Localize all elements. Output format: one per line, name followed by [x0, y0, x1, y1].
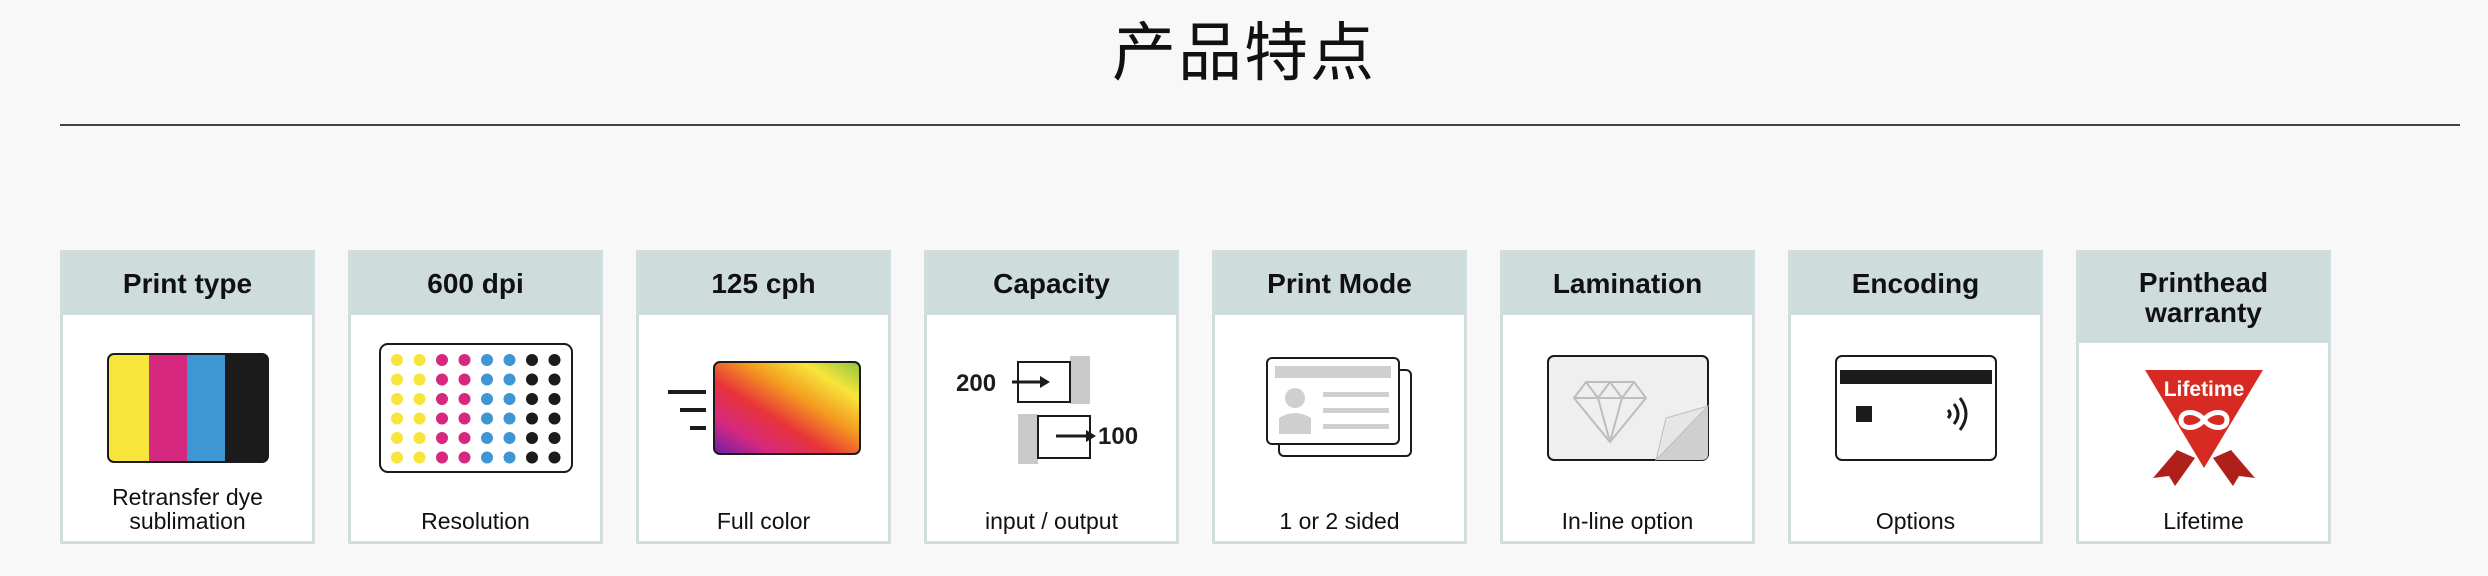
feature-caption: Options — [1875, 508, 1956, 534]
feature-card-resolution: 600 dpi Resolution — [348, 250, 603, 544]
feature-heading: Print Mode — [1215, 253, 1464, 315]
capacity-input-count: 200 — [956, 370, 996, 397]
page-title: 产品特点 — [1112, 17, 1376, 91]
lifetime-badge-icon: Lifetime — [2079, 361, 2328, 491]
feature-card-lamination: Lamination In-line option — [1500, 250, 1755, 544]
feature-caption: In-line option — [1561, 508, 1694, 534]
capacity-output-count: 100 — [1098, 423, 1138, 450]
diamond-laminate-icon — [1503, 333, 1752, 483]
feature-card-warranty: Printhead warranty Lifetime Lifetime — [2076, 250, 2331, 544]
feature-caption: Full color — [716, 508, 811, 534]
feature-heading: Printhead warranty — [2079, 253, 2328, 343]
feature-caption: Resolution — [421, 508, 530, 534]
cmyk-color-bars-icon — [63, 333, 312, 483]
magstripe-contactless-card-icon — [1791, 333, 2040, 483]
feature-heading: Print type — [63, 253, 312, 315]
feature-card-print-mode: Print Mode 1 or 2 sided — [1212, 250, 1467, 544]
feature-caption: Lifetime — [2163, 508, 2244, 534]
feature-heading: Lamination — [1503, 253, 1752, 315]
feature-heading: 600 dpi — [351, 253, 600, 315]
rainbow-card-speed-icon — [639, 333, 888, 483]
feature-heading: Capacity — [927, 253, 1176, 315]
feature-card-encoding: Encoding Options — [1788, 250, 2043, 544]
title-divider — [60, 124, 2460, 126]
feature-heading: Encoding — [1791, 253, 2040, 315]
feature-caption: 1 or 2 sided — [1279, 508, 1400, 534]
badge-text: Lifetime — [2163, 378, 2244, 401]
feature-caption: Retransfer dye sublimation — [112, 484, 263, 534]
feature-card-speed: 125 cph Full color — [636, 250, 891, 544]
dot-matrix-icon — [351, 333, 600, 483]
feature-heading: 125 cph — [639, 253, 888, 315]
card-hopper-icon: 200 100 — [927, 333, 1176, 483]
feature-card-capacity: Capacity 200 100 input / output — [924, 250, 1179, 544]
feature-card-print-type: Print type Retransfer dye sublimation — [60, 250, 315, 544]
id-card-stack-icon — [1215, 333, 1464, 483]
feature-caption: input / output — [985, 508, 1118, 534]
